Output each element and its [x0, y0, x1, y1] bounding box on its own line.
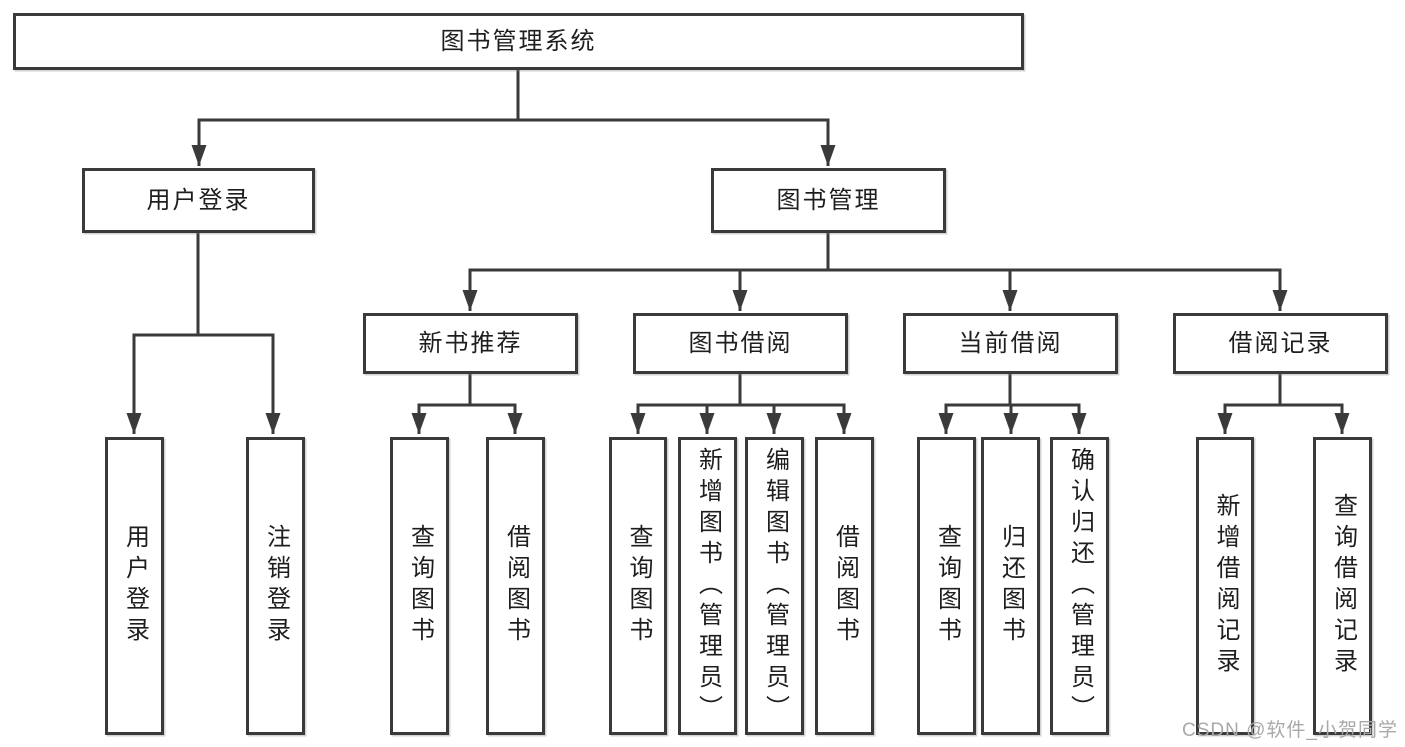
- node-label: 查询图书: [406, 524, 434, 648]
- node-new-book-recommend: 新书推荐: [363, 313, 578, 374]
- node-label: 借阅图书: [502, 524, 530, 648]
- node-borrow-records: 借阅记录: [1173, 313, 1388, 374]
- leaf-add-borrow-record: 新增借阅记录: [1196, 437, 1254, 735]
- node-label: 新增图书（管理员）: [694, 446, 722, 726]
- node-label: 图书管理系统: [440, 27, 597, 55]
- node-label: 查询图书: [933, 524, 961, 648]
- node-label: 查询图书: [625, 524, 652, 648]
- leaf-return-books: 归还图书: [981, 437, 1040, 735]
- leaf-query-books-recommend: 查询图书: [390, 437, 449, 735]
- node-label: 确认归还（管理员）: [1066, 446, 1094, 726]
- node-label: 新增借阅记录: [1212, 493, 1239, 679]
- node-label: 编辑图书（管理员）: [761, 446, 789, 726]
- node-label: 新书推荐: [418, 329, 523, 357]
- node-label: 用户登录: [146, 186, 251, 214]
- node-root-library-system: 图书管理系统: [13, 13, 1024, 70]
- leaf-borrow-books-borrow: 借阅图书: [815, 437, 874, 735]
- node-label: 当前借阅: [958, 329, 1063, 357]
- leaf-add-books-admin: 新增图书（管理员）: [678, 437, 737, 735]
- node-label: 注销登录: [262, 524, 290, 648]
- node-label: 归还图书: [997, 524, 1025, 648]
- leaf-query-borrow-record: 查询借阅记录: [1313, 437, 1372, 735]
- node-current-borrow: 当前借阅: [903, 313, 1118, 374]
- node-label: 图书管理: [776, 186, 881, 214]
- node-user-login: 用户登录: [82, 168, 315, 233]
- leaf-confirm-return-admin: 确认归还（管理员）: [1050, 437, 1109, 735]
- node-book-management: 图书管理: [711, 168, 946, 233]
- leaf-borrow-books-recommend: 借阅图书: [486, 437, 545, 735]
- leaf-edit-books-admin: 编辑图书（管理员）: [745, 437, 804, 735]
- node-label: 用户登录: [121, 524, 149, 648]
- csdn-watermark: CSDN @软件_小贺同学: [1182, 720, 1398, 741]
- node-label: 图书借阅: [688, 329, 793, 357]
- node-label: 查询借阅记录: [1329, 493, 1357, 679]
- leaf-logout-login: 注销登录: [246, 437, 305, 735]
- leaf-query-books-borrow: 查询图书: [609, 437, 667, 735]
- node-book-borrow: 图书借阅: [633, 313, 848, 374]
- leaf-query-books-current: 查询图书: [917, 437, 976, 735]
- leaf-user-login: 用户登录: [105, 437, 164, 735]
- node-label: 借阅图书: [831, 524, 859, 648]
- node-label: 借阅记录: [1228, 329, 1333, 357]
